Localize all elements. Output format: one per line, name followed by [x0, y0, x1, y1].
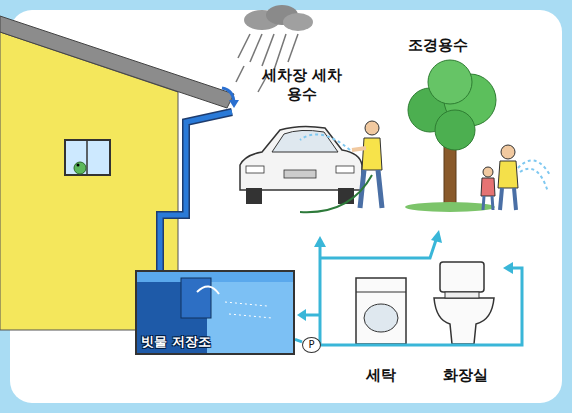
pump-circle: P	[302, 337, 321, 353]
tree-people	[405, 60, 550, 212]
pipe-connector	[295, 339, 302, 341]
storage-tank: 빗물 저장조	[135, 270, 295, 355]
car-washer-person	[300, 121, 382, 212]
use-label: 세탁	[356, 366, 406, 385]
washing-machine	[356, 278, 406, 344]
use-label: 세차장 세차용수	[258, 66, 346, 104]
house	[0, 16, 234, 330]
downpipe	[160, 88, 239, 272]
use-label: 조경용수	[398, 36, 478, 55]
car	[240, 126, 362, 204]
toilet	[434, 262, 494, 344]
pump-letter: P	[308, 340, 314, 350]
pipe-arrowheads	[297, 230, 513, 321]
use-label: 화장실	[432, 366, 498, 385]
tank-label: 빗물 저장조	[141, 333, 211, 351]
supply-pipes	[304, 240, 522, 345]
